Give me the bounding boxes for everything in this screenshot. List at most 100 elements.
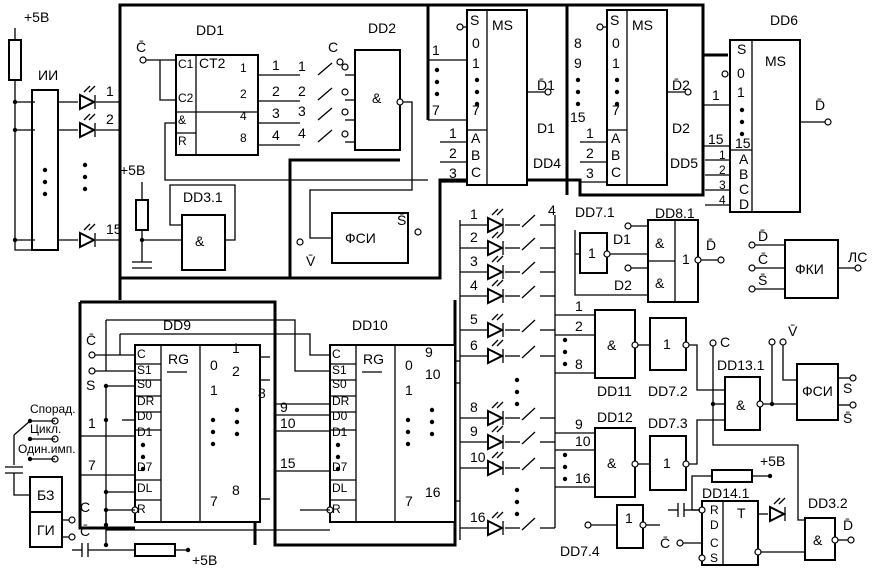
dd12-label: DD12 [597,409,633,425]
fki-input-label: D̄ [758,228,768,244]
terminal-pin [684,88,692,96]
dd7-3-box [649,435,687,491]
register-pin: D1 [137,425,153,439]
ms-addr: 7 [612,102,620,118]
terminal-pin [68,533,76,541]
dd4-out: D1 [537,120,555,136]
terminal-pin [584,521,592,529]
dd10-in-num: 9 [280,399,288,415]
wire [712,346,805,521]
junction-dot [434,67,440,73]
register-type: RG [363,351,384,367]
terminal-pin [88,367,96,375]
dd1-wire-num: 1 [272,57,280,73]
register-pin: DL [137,481,153,495]
dd7-1-label: DD7.1 [575,204,615,220]
dd3-2-label: DD3.2 [808,495,848,511]
dd7-1-type: 1 [588,245,596,261]
dd14-1-pin: D [710,518,719,532]
led-ray [491,313,499,321]
junction-dot [82,174,88,180]
junction-dot [234,419,240,425]
dd1-type: CT2 [199,55,226,71]
dd2-switch-num: 1 [298,58,306,74]
led-icon [487,287,505,305]
dd10-box [329,344,456,523]
dd1-pin-in: C1 [178,57,194,71]
dd6-label: DD6 [770,12,798,28]
junction-dot [739,131,745,137]
junction-dot [42,179,48,185]
register-pin: R [332,502,341,516]
dd2-switch-num: 2 [298,83,306,99]
dd1-box [175,54,259,156]
dd13-1-v-bar: V̄ [788,323,798,339]
led-icon [487,459,505,477]
junction-dot [514,401,520,407]
junction-dot [210,417,216,423]
junction-dot [405,429,411,435]
led-icon [487,519,505,537]
switch [521,457,536,471]
mode-single: Один.имп. [18,442,76,456]
junction-dot [739,107,745,113]
frame-top [118,3,430,300]
dd7-3-type: 1 [663,455,671,471]
ii-input-label: 1 [106,83,114,99]
gi-box [29,511,63,548]
led-ray [83,223,91,231]
terminal-pin [849,401,857,409]
junction-dot [103,542,109,548]
register-pin: S0 [332,377,347,391]
junction-dot [140,442,146,448]
led-label: 16 [470,509,486,525]
ms-abc: A [611,130,621,146]
led-ray [491,511,499,519]
junction-dot [614,77,620,83]
dd2-type: & [372,90,382,106]
junction-dot [474,101,480,107]
register-pin: D7 [332,460,348,474]
dd4-out-bar: D̄1 [537,77,555,93]
ms-type: MS [492,17,513,33]
dd10-in-num: 15 [280,455,296,471]
dd10-out-num: 16 [425,484,441,500]
dd10-label: DD10 [352,317,388,333]
mode-cycle: Цикл. [30,422,61,436]
terminal-pin [849,374,857,382]
gi-c-label: C [80,499,90,515]
terminal-pin [603,250,611,258]
dd8-1-d1: D1 [613,231,631,247]
junction-dot [575,101,581,107]
led-label: 3 [470,253,478,269]
terminal-pin [139,56,147,64]
register-type: RG [168,351,189,367]
junction-dot [767,473,773,479]
register-out: 7 [405,493,413,509]
junction-dot [562,452,568,458]
terminal-pin [631,460,639,468]
terminal-pin [824,118,832,126]
led-icon [487,347,505,365]
junction-dot [562,464,568,470]
junction-dot [12,127,18,133]
terminal-pin [341,88,349,96]
dd9-out-num: 2 [232,363,240,379]
wire [106,319,330,372]
dd9-bus-label: 8 [258,385,266,401]
led-ray [496,511,504,519]
dd11-label: DD11 [597,383,632,399]
junction-dot [335,454,341,460]
led-icon [487,239,505,257]
junction-dot [335,466,341,472]
dd1-pin-out: 2 [240,87,247,101]
ms-abc: B [471,147,480,163]
switch [521,345,536,359]
switch [521,261,536,275]
terminal-pin [296,238,304,246]
terminal-pin [336,58,344,66]
junction-dot [210,441,216,447]
dd8-1-out: D̄ [706,237,716,253]
register-pin: S0 [137,377,152,391]
dd6-input: 15 [708,131,724,147]
